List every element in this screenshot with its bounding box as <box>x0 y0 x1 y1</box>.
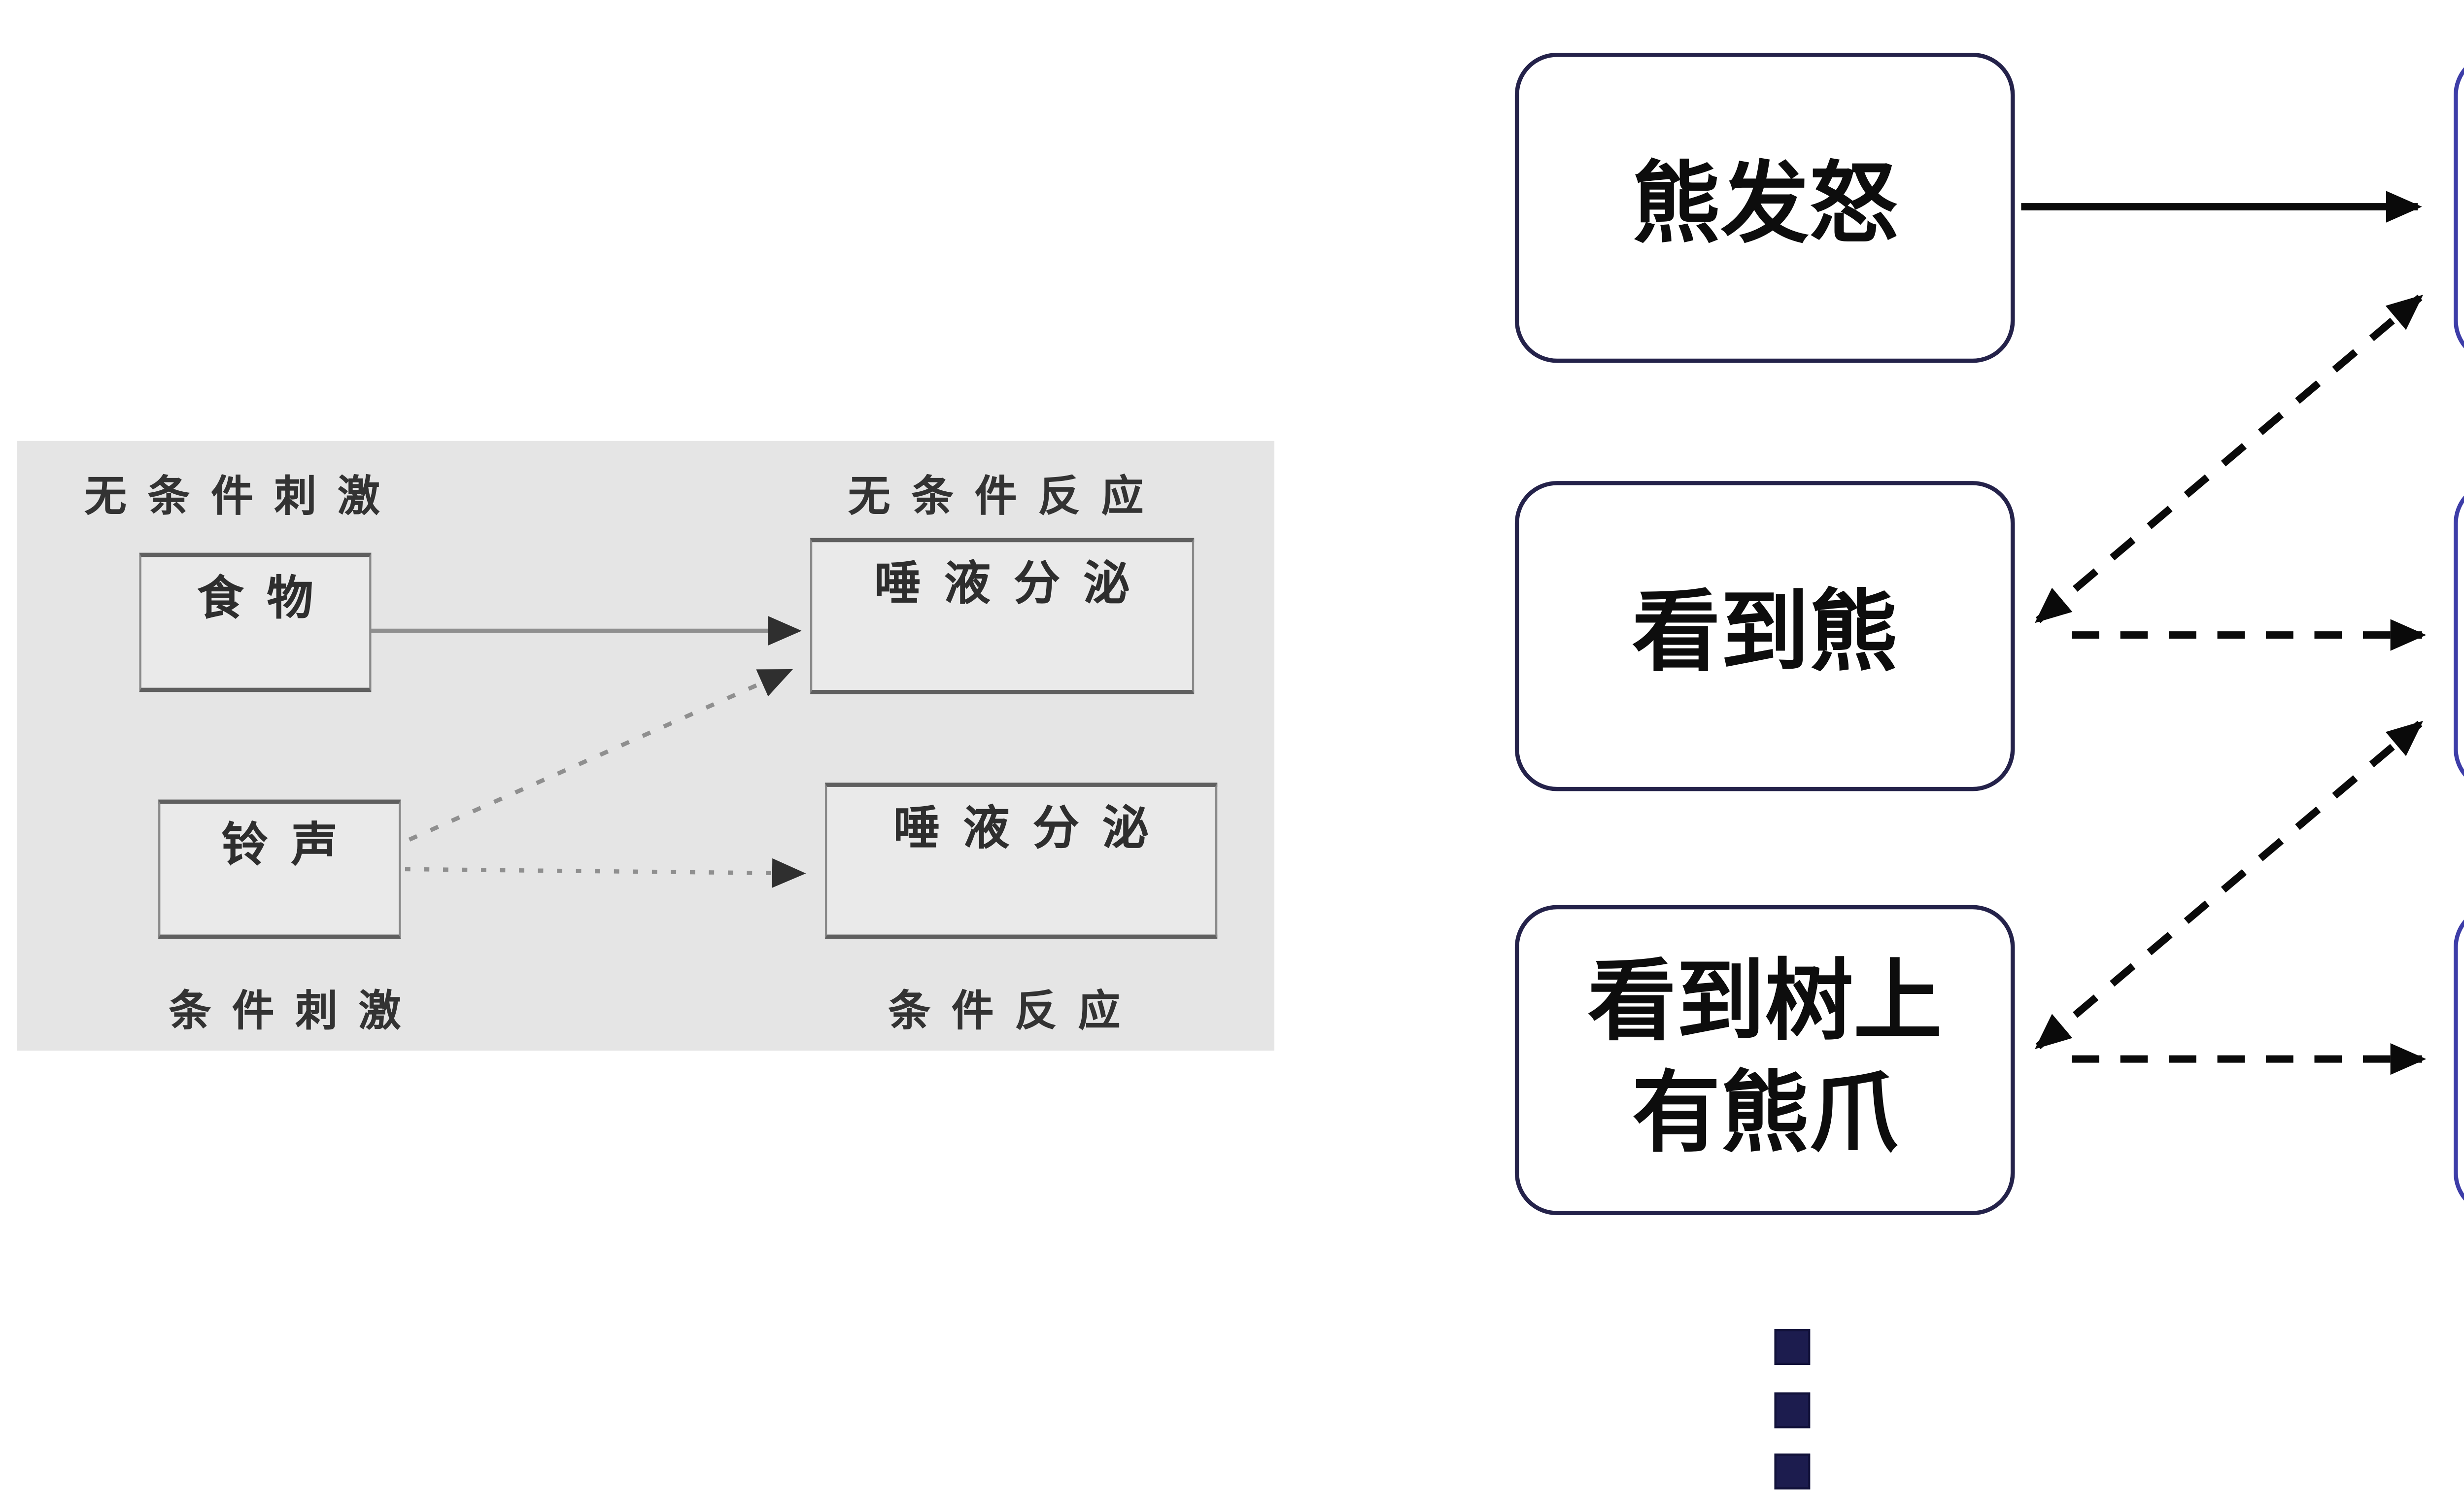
label-conditioned-stimulus: 条件刺激 <box>169 989 422 1036</box>
label-unconditioned-response: 无条件反应 <box>848 475 1165 521</box>
value-next-state-box: V(s′) <box>2454 481 2464 791</box>
saliva-top-box: 唾液分泌 <box>810 538 1195 694</box>
bear-angry-label: 熊发怒 <box>1632 159 1898 256</box>
saliva-top-box-label: 唾液分泌 <box>874 557 1153 610</box>
ellipsis-dot <box>1774 1453 1811 1490</box>
saliva-bottom-box: 唾液分泌 <box>824 783 1218 939</box>
bear-angry-box: 熊发怒 <box>1514 53 2015 363</box>
reward-box: 奖励 <box>2454 53 2464 363</box>
see-claw-label: 看到树上有熊爪 <box>1588 950 1942 1171</box>
food-box: 食物 <box>139 552 372 692</box>
value-state-box: V(s) <box>2454 905 2464 1215</box>
label-unconditioned-stimulus: 无条件刺激 <box>84 475 401 521</box>
see-bear-to-reward-dashed-arrow <box>2035 294 2424 623</box>
classical-conditioning-panel: 无条件刺激 无条件反应 条件刺激 条件反应 食物 唾液分泌 铃声 唾液分泌 <box>17 441 1274 1051</box>
label-conditioned-response: 条件反应 <box>888 989 1142 1036</box>
ellipsis-dot <box>1774 1329 1811 1365</box>
bell-box-label: 铃声 <box>221 818 361 872</box>
see-claw-line2: 有熊爪 <box>1632 1066 1898 1164</box>
bell-box: 铃声 <box>158 799 401 939</box>
see-claw-line1: 看到树上 <box>1587 955 1942 1053</box>
see-bear-box: 看到熊 <box>1514 481 2015 791</box>
food-box-label: 食物 <box>197 572 337 625</box>
ellipsis-dot <box>1774 1392 1811 1429</box>
saliva-bottom-box-label: 唾液分泌 <box>893 801 1172 854</box>
see-bear-label: 看到熊 <box>1632 587 1898 684</box>
see-claw-box: 看到树上有熊爪 <box>1514 905 2015 1215</box>
see-claw-to-value-next-dashed-arrow <box>2035 720 2424 1050</box>
